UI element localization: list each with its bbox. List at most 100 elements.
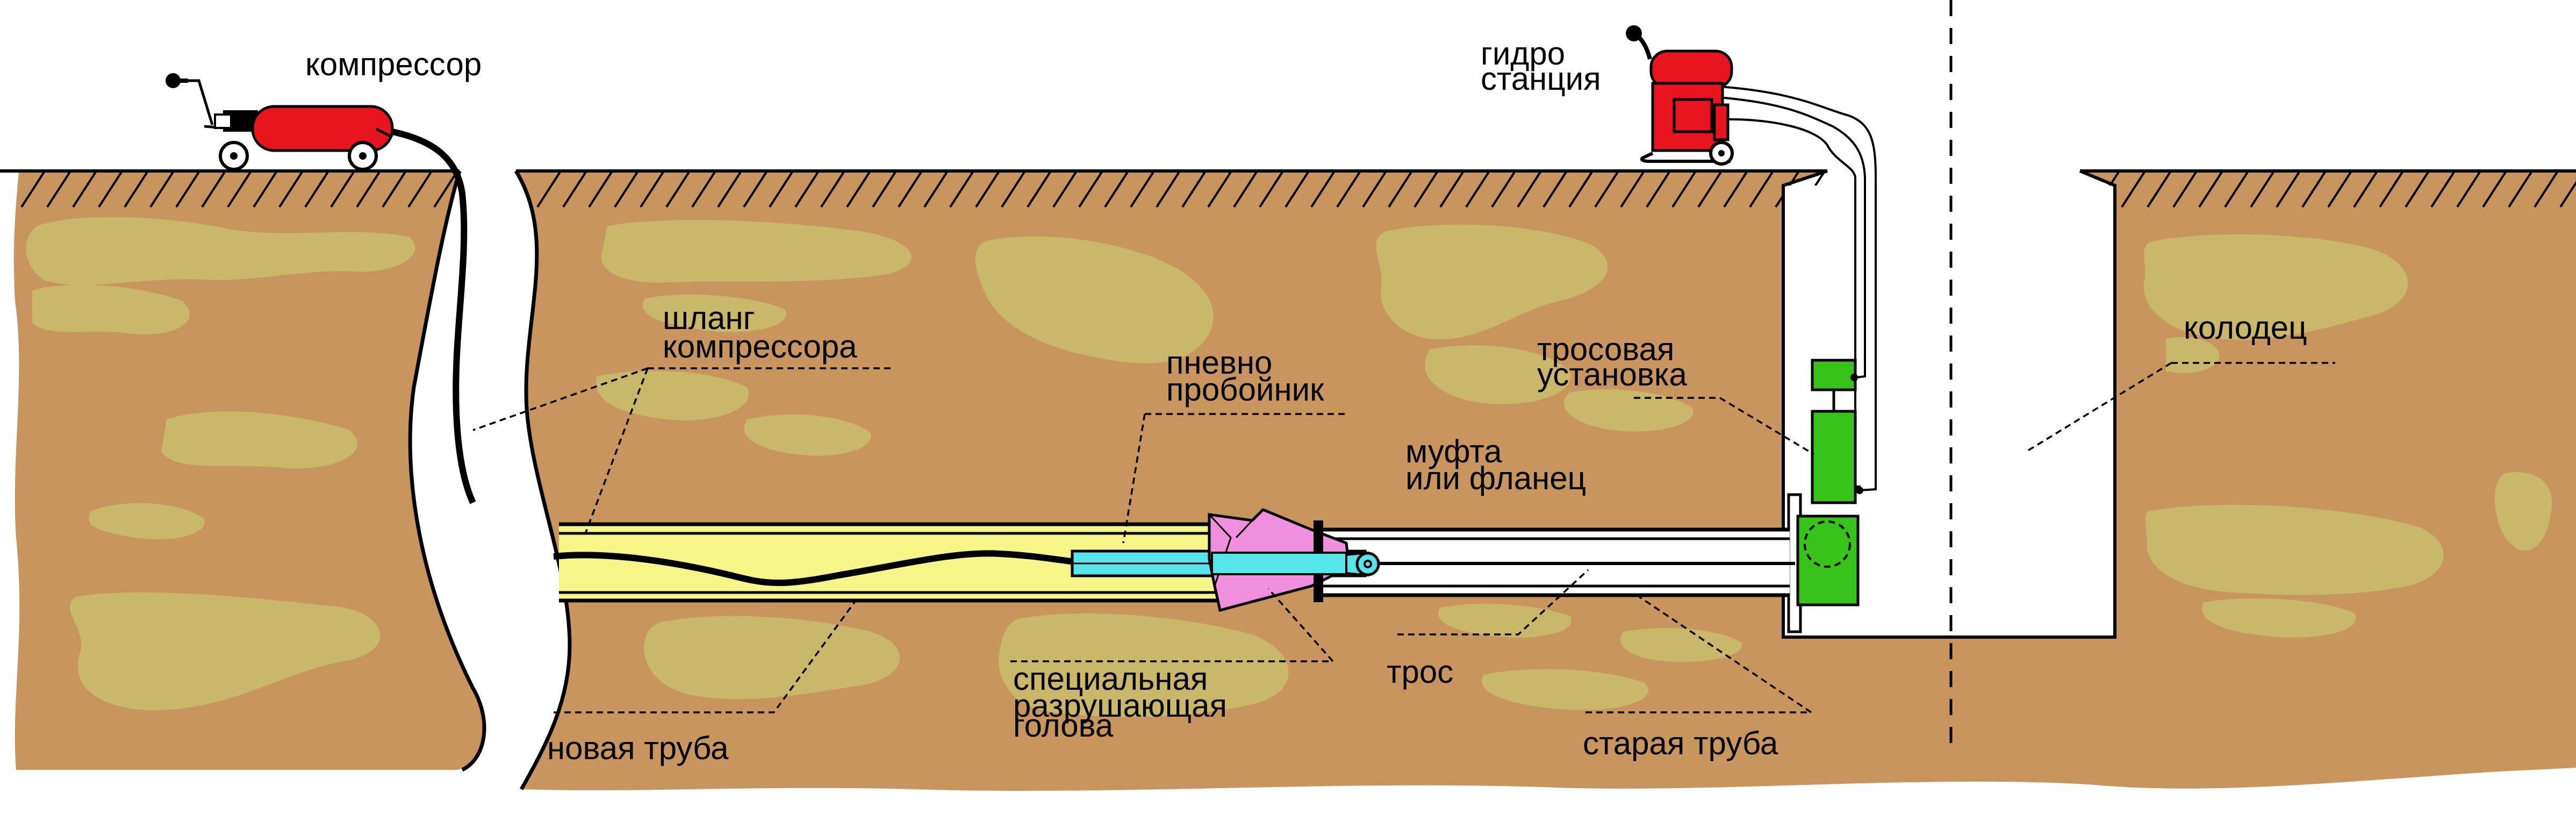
hatch-mark — [149, 171, 174, 208]
hatch-mark — [433, 171, 458, 208]
hatch-mark — [794, 171, 819, 208]
hatch-mark — [1027, 171, 1051, 208]
label-coupling-1: муфта — [1405, 433, 1502, 469]
hatch-mark — [1052, 171, 1077, 208]
hatch-mark — [769, 171, 793, 208]
hatch-mark — [2198, 171, 2223, 208]
hatch-mark — [614, 171, 638, 208]
hatch-mark — [2482, 171, 2507, 208]
label-hydro-station-2: станция — [1481, 61, 1601, 97]
compressor-hose — [391, 128, 476, 504]
compressor-machine — [166, 73, 476, 504]
hatch-mark — [2353, 171, 2378, 208]
label-hydro-station-1: гидро — [1481, 35, 1565, 72]
leader-lines — [472, 362, 2335, 713]
hydro-station-machine — [1626, 25, 1734, 166]
hatch-mark — [1181, 171, 1206, 208]
hatch-mark — [2172, 171, 2197, 208]
hatch-mark — [2250, 171, 2274, 208]
hatch-mark — [1542, 171, 1567, 208]
label-new-pipe: новая труба — [547, 730, 729, 766]
hatch-mark — [2379, 171, 2403, 208]
hatch-mark — [1310, 171, 1335, 208]
soil-spots — [26, 217, 2552, 717]
hatch-mark — [1620, 171, 1645, 208]
hatch-mark — [2327, 171, 2352, 208]
hatch-mark — [2224, 171, 2249, 208]
hatch-mark — [949, 171, 974, 208]
hatch-mark — [1001, 171, 1025, 208]
hatch-mark — [1233, 171, 1258, 208]
hatch-mark — [691, 171, 716, 208]
hatch-mark — [98, 171, 123, 208]
hatch-mark — [1207, 171, 1232, 208]
label-old-pipe: старая труба — [1583, 725, 1778, 761]
hatch-mark — [2430, 171, 2455, 208]
pit-edge-left — [408, 170, 486, 772]
hatch-mark — [382, 171, 406, 208]
hatch-mark — [1749, 171, 1774, 208]
ground-surface — [0, 169, 2576, 208]
hatch-mark — [2456, 171, 2481, 208]
hatch-mark — [227, 171, 252, 208]
hatch-mark — [1362, 171, 1387, 208]
hatch-mark — [2147, 171, 2171, 208]
hatch-mark — [20, 171, 45, 208]
compressor-hose-in-pipe — [553, 550, 1075, 587]
hatch-mark — [665, 171, 690, 208]
hydraulic-hose-2 — [1711, 96, 1866, 379]
hatch-mark — [1078, 171, 1103, 208]
hatch-mark — [2508, 171, 2532, 208]
label-hose-1: шланг — [663, 300, 755, 336]
hatch-mark — [1388, 171, 1412, 208]
hatch-mark — [2405, 171, 2429, 208]
hatch-mark — [1285, 171, 1309, 208]
label-coupling-2: или фланец — [1405, 460, 1586, 496]
hatch-mark — [1646, 171, 1670, 208]
label-compressor: компрессор — [305, 46, 482, 82]
hatch-mark — [124, 171, 148, 208]
label-hose-2: компрессора — [663, 329, 857, 365]
hatch-mark — [2301, 171, 2326, 208]
breaking-head — [1208, 508, 1380, 612]
hatch-mark — [278, 171, 303, 208]
cable-unit-middle — [1811, 410, 1857, 504]
hatch-mark — [743, 171, 767, 208]
pit-edge-right — [514, 170, 572, 790]
cable-unit-top — [1811, 359, 1857, 391]
hatch-mark — [1130, 171, 1154, 208]
label-head-3: голова — [1013, 708, 1114, 744]
hatch-mark — [1671, 171, 1696, 208]
ground-hatch — [20, 171, 2576, 208]
hatch-mark — [2559, 181, 2576, 208]
hatch-mark — [562, 171, 587, 208]
hatch-mark — [536, 171, 561, 208]
hatch-mark — [872, 171, 896, 208]
hatch-mark — [1465, 171, 1490, 208]
hatch-mark — [2121, 171, 2146, 208]
compressor-tank — [251, 105, 394, 152]
hatch-mark — [820, 171, 845, 208]
hatch-mark — [923, 171, 948, 208]
label-head-1: специальная — [1013, 661, 1208, 697]
hatch-mark — [1156, 171, 1180, 208]
hatch-mark — [1517, 171, 1541, 208]
hatch-mark — [640, 171, 664, 208]
hatch-mark — [2276, 171, 2300, 208]
hatch-mark — [356, 171, 381, 208]
hatch-mark — [898, 171, 922, 208]
label-cable-unit-2: установка — [1537, 356, 1687, 392]
hatch-mark — [1439, 171, 1464, 208]
hatch-mark — [1568, 171, 1593, 208]
hatch-mark — [201, 171, 226, 208]
well-wall-left — [1782, 169, 2116, 639]
hatch-mark — [1259, 171, 1283, 208]
label-well: колодец — [2184, 310, 2307, 346]
hydraulic-hose-1 — [1711, 85, 1877, 491]
label-cable-unit-1: тросовая — [1537, 331, 1674, 367]
label-pneumo-2: пробойник — [1166, 372, 1324, 408]
hatch-mark — [588, 171, 613, 208]
hatch-mark — [717, 171, 742, 208]
hatch-mark — [253, 171, 277, 208]
hatch-mark — [1491, 171, 1516, 208]
